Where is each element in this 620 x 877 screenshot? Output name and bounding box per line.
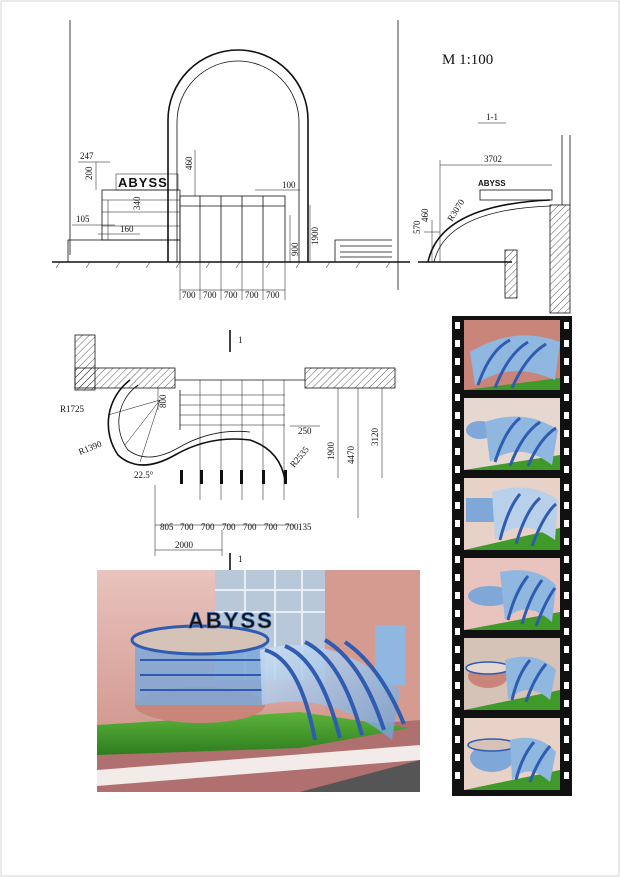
module-dim-1: 700: [182, 290, 196, 300]
section-sign-text: ABYSS: [478, 179, 506, 188]
dim-2000: 2000: [175, 540, 194, 550]
film-frame-6: [464, 718, 560, 790]
dim-1900-plan: 1900: [326, 442, 336, 461]
film-strip: [452, 316, 572, 796]
dim-460-section: 460: [420, 208, 430, 222]
film-frame-3: [464, 478, 560, 550]
dim-700-4: 700: [243, 522, 257, 532]
module-dim-3: 700: [224, 290, 238, 300]
radius-r1390: R1390: [77, 438, 103, 456]
dim-800: 800: [158, 394, 168, 408]
dim-3702: 3702: [484, 154, 502, 164]
angle-label: 22.5°: [134, 470, 154, 480]
dim-1900: 1900: [310, 227, 320, 246]
film-frame-4: [464, 558, 560, 630]
elevation-sign-text: ABYSS: [118, 175, 168, 190]
film-frame-1: [464, 320, 560, 390]
dim-135: 135: [298, 522, 312, 532]
dim-805: 805: [160, 522, 174, 532]
dim-200: 200: [84, 166, 94, 180]
dim-250: 250: [298, 426, 312, 436]
dim-160: 160: [120, 224, 134, 234]
cut-mark-bottom: 1: [238, 554, 243, 564]
module-dim-2: 700: [203, 290, 217, 300]
dim-460: 460: [184, 156, 194, 170]
dim-340: 340: [132, 196, 142, 210]
dim-3120: 3120: [370, 428, 380, 447]
dim-247: 247: [80, 151, 94, 161]
section-1-1: 1-1 ABYSS 3702 R3070 570 460: [412, 112, 571, 314]
film-frame-2: [464, 398, 560, 470]
radius-r1725: R1725: [60, 404, 85, 414]
module-dim-4: 700: [245, 290, 259, 300]
dim-100: 100: [282, 180, 296, 190]
render-sign-text: ABYSS: [188, 608, 274, 633]
dim-570: 570: [412, 220, 422, 234]
plan-view: 1 1 R1725 R1390 R2535 22.5° 800 250 1900…: [60, 330, 396, 572]
section-label: 1-1: [486, 112, 498, 122]
render-view: ABYSS: [97, 570, 420, 792]
dim-700-1: 700: [180, 522, 194, 532]
dim-700-3: 700: [222, 522, 236, 532]
film-frame-5: [464, 638, 560, 710]
radius-r2535: R2535: [288, 444, 311, 469]
dim-900: 900: [290, 242, 300, 256]
front-elevation: ABYSS 247 200 460 340 105 160 100 900 19…: [52, 20, 410, 300]
dim-105: 105: [76, 214, 90, 224]
cut-mark-top: 1: [238, 335, 243, 345]
scale-label: M 1:100: [442, 52, 493, 68]
dim-700-6: 700: [285, 522, 299, 532]
module-dim-5: 700: [266, 290, 280, 300]
dim-700-5: 700: [264, 522, 278, 532]
dim-4470: 4470: [346, 446, 356, 465]
dim-700-2: 700: [201, 522, 215, 532]
